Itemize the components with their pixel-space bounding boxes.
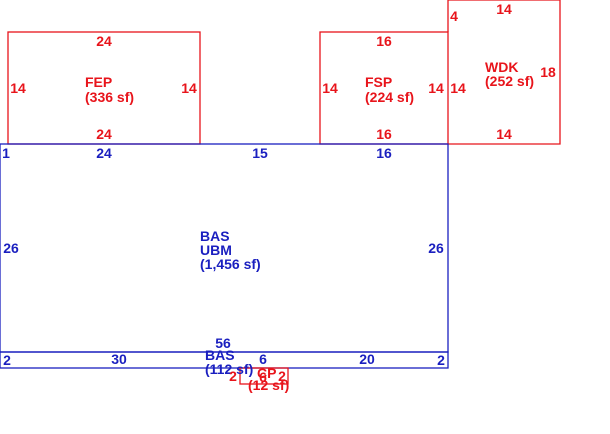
bas-dim-top-2: 15 <box>252 145 268 161</box>
cp-area: (12 sf) <box>248 377 289 393</box>
wdk-dim-left: 14 <box>450 80 466 96</box>
strip-dim-20: 20 <box>359 351 375 367</box>
bas-strip-outline <box>0 351 449 369</box>
cp-outline <box>239 367 289 385</box>
fsp-dim-right: 14 <box>428 80 444 96</box>
bas-strip-code: BAS <box>205 347 235 363</box>
strip-dim-6: 6 <box>259 351 267 367</box>
wdk-dim-bottom: 14 <box>496 126 512 142</box>
cp-code: CP <box>257 365 276 381</box>
strip-dim-30: 30 <box>111 351 127 367</box>
fsp-area: (224 sf) <box>365 89 414 105</box>
wdk-code: WDK <box>485 59 518 75</box>
fep-dim-top: 24 <box>96 33 112 49</box>
wdk-outline <box>447 0 561 145</box>
bas-main-code: BAS <box>200 228 230 244</box>
fsp-dim-top: 16 <box>376 33 392 49</box>
fep-code: FEP <box>85 74 112 90</box>
strip-dim-left: 2 <box>3 352 11 368</box>
fep-area: (336 sf) <box>85 89 134 105</box>
wdk-dim-right: 18 <box>540 64 556 80</box>
cp-dim-6: 6 <box>259 369 267 385</box>
wdk-dim-notch: 4 <box>450 8 458 24</box>
fsp-dim-left: 14 <box>322 80 338 96</box>
bas-dim-right: 26 <box>428 240 444 256</box>
fep-dim-right: 14 <box>181 80 197 96</box>
bas-dim-left: 26 <box>3 240 19 256</box>
bas-dim-top-1: 24 <box>96 145 112 161</box>
bas-dim-corner: 1 <box>2 145 10 161</box>
bas-main-sub: UBM <box>200 242 232 258</box>
wdk-dim-top: 14 <box>496 1 512 17</box>
fsp-dim-bottom: 16 <box>376 126 392 142</box>
wdk-area: (252 sf) <box>485 73 534 89</box>
bas-dim-top-3: 16 <box>376 145 392 161</box>
cp-dim-right: 2 <box>278 368 286 384</box>
cp-dim-left: 2 <box>229 368 237 384</box>
fep-dim-bottom: 24 <box>96 126 112 142</box>
fep-dim-left: 14 <box>10 80 26 96</box>
fsp-code: FSP <box>365 74 392 90</box>
bas-strip-area: (112 sf) <box>205 361 253 377</box>
strip-dim-56: 56 <box>215 335 231 351</box>
strip-dim-right: 2 <box>437 352 445 368</box>
bas-main-area: (1,456 sf) <box>200 256 261 272</box>
